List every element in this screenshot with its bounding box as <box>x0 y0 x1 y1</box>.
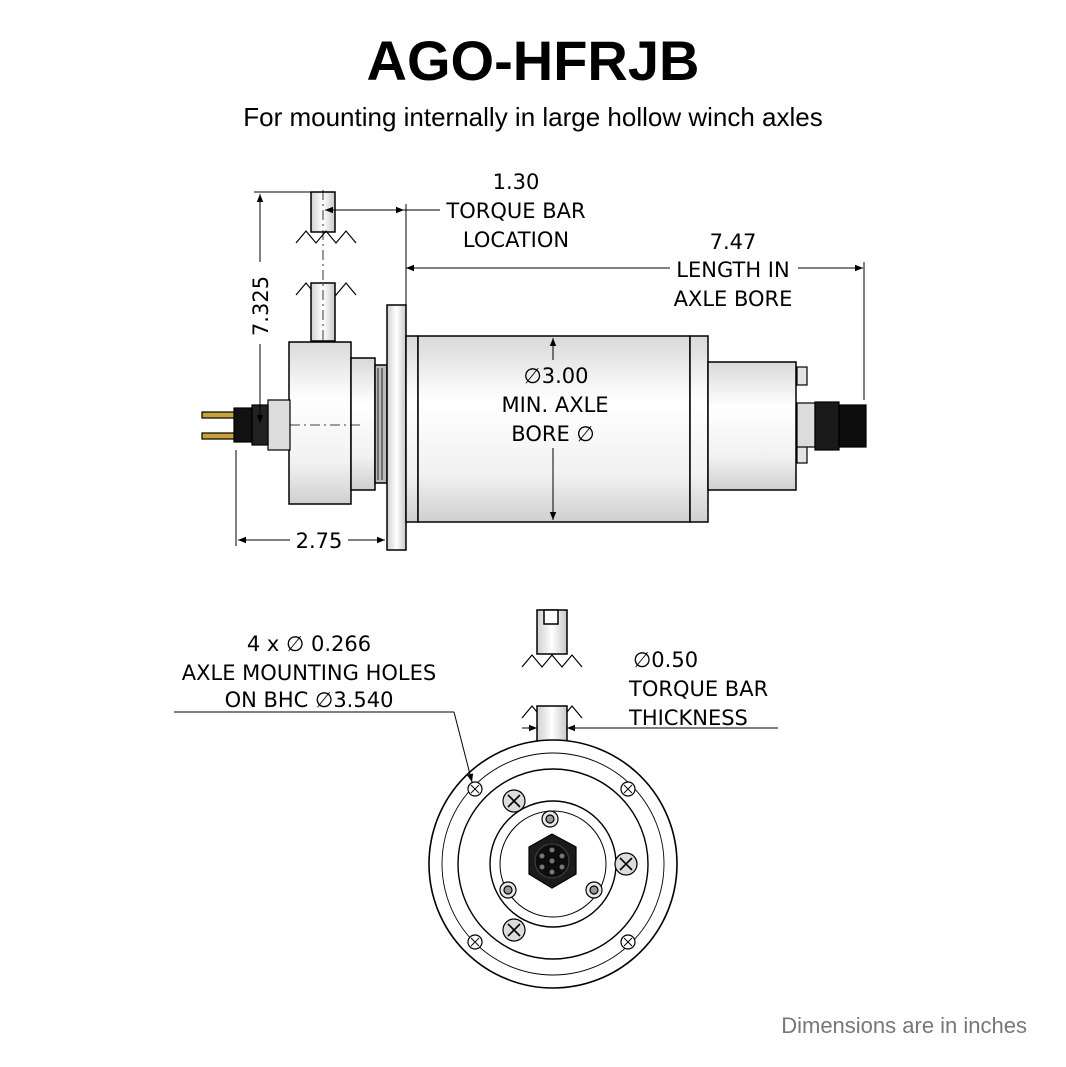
end-leaders <box>174 711 778 783</box>
flange <box>386 304 407 551</box>
length-in-axle-bore-line2: AXLE BORE <box>674 287 793 311</box>
end-view: 4 x ∅ 0.266 AXLE MOUNTING HOLES ON BHC ∅… <box>174 609 778 989</box>
min-axle-bore-line3: BORE ∅ <box>511 422 594 446</box>
mounting-holes-line2: AXLE MOUNTING HOLES <box>182 661 436 685</box>
side-view: 1.30 TORQUE BAR LOCATION 7.47 LENGTH IN … <box>201 170 867 553</box>
page-title: AGO-HFRJB <box>366 29 700 92</box>
flange-screws <box>499 789 638 942</box>
dim-height <box>254 191 312 423</box>
dimensions-note: Dimensions are in inches <box>781 1013 1027 1038</box>
torque-bar-thickness-line3: THICKNESS <box>628 706 748 730</box>
rear-housing <box>288 341 388 505</box>
mounting-holes-line1: 4 x ∅ 0.266 <box>247 632 371 656</box>
torque-bar-thickness-value: ∅0.50 <box>633 648 698 672</box>
flange-length-value: 2.75 <box>296 529 343 553</box>
main-body <box>405 335 797 523</box>
min-axle-bore-value: ∅3.00 <box>523 364 588 388</box>
page-subtitle: For mounting internally in large hollow … <box>243 102 823 132</box>
length-in-axle-bore-line1: LENGTH IN <box>676 258 789 282</box>
length-in-axle-bore-value: 7.47 <box>710 230 757 254</box>
torque-bar-location-line2: LOCATION <box>463 228 569 252</box>
torque-bar-thickness-line2: TORQUE BAR <box>628 677 768 701</box>
dim-length-in-axle-bore <box>406 262 865 400</box>
dim-torque-bar-location <box>325 204 440 305</box>
min-axle-bore-line2: MIN. AXLE <box>501 393 608 417</box>
dim-flange-length <box>235 450 385 546</box>
end-connector <box>528 833 577 889</box>
height-value: 7.325 <box>249 276 273 336</box>
torque-bar-location-line1: TORQUE BAR <box>445 199 585 223</box>
right-connector <box>796 366 867 464</box>
mounting-holes-line3: ON BHC ∅3.540 <box>225 688 394 712</box>
end-torque-bar <box>521 609 583 747</box>
torque-bar-location-value: 1.30 <box>493 170 540 194</box>
torque-bar <box>295 190 357 345</box>
mounting-holes <box>467 781 636 950</box>
